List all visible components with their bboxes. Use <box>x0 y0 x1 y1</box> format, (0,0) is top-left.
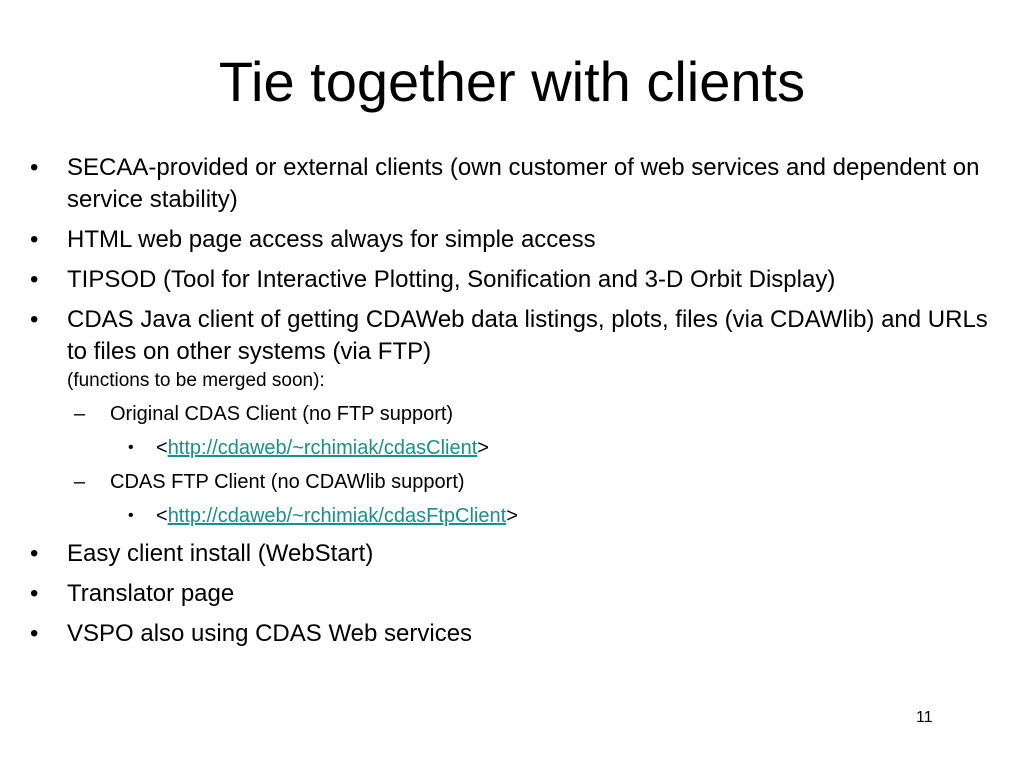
bullet-item: • Translator page <box>30 578 1010 610</box>
sub-sub-bullet-item: • <http://cdaweb/~rchimiak/cdasClient> <box>128 434 1010 462</box>
bullet-icon: • <box>30 266 39 293</box>
bullet-text: HTML web page access always for simple a… <box>67 226 596 253</box>
sub-sub-bullet-item: • <http://cdaweb/~rchimiak/cdasFtpClient… <box>128 502 1010 530</box>
link-suffix: > <box>506 505 518 527</box>
bullet-text: CDAS Java client of getting CDAWeb data … <box>67 306 988 365</box>
bullet-text: Translator page <box>67 580 235 607</box>
bullet-item: • SECAA-provided or external clients (ow… <box>30 152 1010 216</box>
link-suffix: > <box>477 437 489 459</box>
link-prefix: < <box>156 505 168 527</box>
bullet-icon: • <box>30 540 39 567</box>
cdas-ftp-client-link[interactable]: http://cdaweb/~rchimiak/cdasFtpClient <box>167 505 507 527</box>
sub-bullet-text: CDAS FTP Client (no CDAWlib support) <box>110 471 465 493</box>
bullet-icon: • <box>30 306 39 333</box>
bullet-item: • TIPSOD (Tool for Interactive Plotting,… <box>30 264 1010 296</box>
bullet-icon: • <box>30 580 39 607</box>
bullet-note: (functions to be merged soon): <box>67 370 325 391</box>
dash-icon: – <box>74 403 86 425</box>
sub-bullet-text: Original CDAS Client (no FTP support) <box>110 403 454 425</box>
bullet-item: • HTML web page access always for simple… <box>30 224 1010 256</box>
bullet-icon: • <box>30 620 39 647</box>
bullet-icon: • <box>30 154 39 181</box>
bullet-list: • SECAA-provided or external clients (ow… <box>30 152 1010 650</box>
bullet-icon: • <box>30 226 39 253</box>
sub-bullet-item: – Original CDAS Client (no FTP support) <box>74 400 1010 428</box>
link-prefix: < <box>156 437 168 459</box>
bullet-item: • VSPO also using CDAS Web services <box>30 618 1010 650</box>
bullet-text: TIPSOD (Tool for Interactive Plotting, S… <box>67 266 836 293</box>
bullet-item: • CDAS Java client of getting CDAWeb dat… <box>30 304 1010 394</box>
page-number: 11 <box>916 709 933 726</box>
dash-icon: – <box>74 471 86 493</box>
bullet-item: • Easy client install (WebStart) <box>30 538 1010 570</box>
cdas-client-link[interactable]: http://cdaweb/~rchimiak/cdasClient <box>167 437 478 459</box>
bullet-text: Easy client install (WebStart) <box>67 540 374 567</box>
sub-bullet-item: – CDAS FTP Client (no CDAWlib support) <box>74 468 1010 496</box>
bullet-text: VSPO also using CDAS Web services <box>67 620 473 647</box>
slide-title: Tie together with clients <box>218 50 806 113</box>
bullet-text: SECAA-provided or external clients (own … <box>67 154 980 213</box>
bullet-icon: • <box>128 439 134 456</box>
bullet-icon: • <box>128 507 134 524</box>
